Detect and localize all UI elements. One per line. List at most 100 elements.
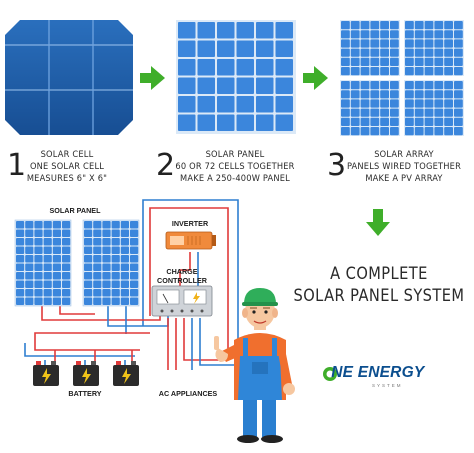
array-cell [444, 39, 453, 48]
array-cell [360, 57, 370, 66]
diagram-panel-cell [62, 263, 71, 271]
diagram-panel [14, 219, 72, 307]
diagram-panel-cell [25, 238, 34, 246]
panel-cell [275, 96, 293, 113]
step-2-line-3: MAKE A 250-400W PANEL [180, 173, 290, 184]
diagram-panel-cell [25, 229, 34, 237]
solar-panel-label: SOLAR PANEL [49, 206, 101, 215]
panel-cell [236, 40, 254, 57]
array-cell [350, 67, 360, 76]
array-cell [341, 57, 350, 66]
array-cell [341, 99, 350, 108]
diagram-panel-cell [34, 297, 43, 305]
step-2-line-2: 60 OR 72 CELLS TOGETHER [175, 161, 295, 172]
array-cell [341, 127, 350, 136]
array-cell [405, 67, 414, 76]
diagram-panel-cell [16, 289, 25, 297]
diagram-panel-cell [16, 272, 25, 280]
diagram-panel-cell [93, 280, 102, 288]
diagram-panel-cell [25, 221, 34, 229]
diagram-panel-cell [84, 289, 93, 297]
array-cell [454, 21, 463, 30]
diagram-panel-cell [102, 289, 111, 297]
diagram-panel-cell [102, 246, 111, 254]
array-cell [414, 48, 424, 57]
diagram-panel-cell [111, 289, 120, 297]
panel-cell [236, 114, 254, 131]
panel-cell [217, 77, 235, 94]
array-cell [405, 57, 414, 66]
arrow-right-icon [140, 66, 165, 90]
panel-cell [275, 77, 293, 94]
diagram-panel-cell [16, 297, 25, 305]
headline-line-2: SOLAR PANEL SYSTEM [293, 286, 465, 306]
array-cell [405, 90, 414, 99]
array-cell [370, 117, 380, 126]
array-cell [454, 30, 463, 39]
diagram-panel-cell [130, 255, 139, 263]
diagram-panel-cell [43, 221, 52, 229]
diagram-panel-cell [93, 297, 102, 305]
diagram-panel-cell [52, 280, 61, 288]
step-3-line-2: PANELS WIRED TOGETHER [346, 161, 462, 172]
panel-cell [256, 22, 274, 39]
array-cell [424, 48, 434, 57]
array-cell [390, 48, 399, 57]
array-cell [360, 67, 370, 76]
array-cell [370, 57, 380, 66]
array-cell [424, 57, 434, 66]
diagram-panel-cell [111, 246, 120, 254]
array-cell [370, 21, 380, 30]
array-cell [414, 39, 424, 48]
array-cell [454, 127, 463, 136]
diagram-panel-cell [43, 263, 52, 271]
array-cell [370, 30, 380, 39]
technician-illustration [214, 288, 295, 443]
panel-cell [178, 22, 196, 39]
diagram-panel-cell [52, 246, 61, 254]
diagram-panel-cell [102, 272, 111, 280]
diagram-panel-cell [84, 297, 93, 305]
panel-cell [217, 96, 235, 113]
diagram-panel-cell [111, 263, 120, 271]
solar-array-image [340, 20, 464, 136]
array-cell [370, 48, 380, 57]
gauge-icon [162, 293, 169, 304]
array-cell [414, 108, 424, 117]
sun-icon [323, 367, 337, 381]
step-1-line-2: ONE SOLAR CELL [29, 161, 105, 172]
diagram-panel-cell [52, 272, 61, 280]
array-cell [405, 21, 414, 30]
array-cell [434, 48, 444, 57]
array-cell [360, 90, 370, 99]
diagram-panel-cell [25, 246, 34, 254]
diagram-panel-cell [25, 289, 34, 297]
array-cell [370, 90, 380, 99]
battery-icon [113, 361, 139, 386]
diagram-panel-cell [43, 272, 52, 280]
diagram-panel-cell [43, 229, 52, 237]
diagram-panel-cell [52, 238, 61, 246]
arrow-right-icon [303, 66, 328, 90]
diagram-panel-cell [93, 246, 102, 254]
panel-cell [217, 22, 235, 39]
diagram-panel-cell [34, 255, 43, 263]
array-cell [454, 108, 463, 117]
diagram-panel-cell [62, 280, 71, 288]
battery-icon [73, 361, 99, 386]
panel-cell [256, 77, 274, 94]
diagram-panel-cell [16, 221, 25, 229]
array-cell [341, 21, 350, 30]
array-cell [434, 90, 444, 99]
array-cell [434, 21, 444, 30]
diagram-panel-cell [111, 297, 120, 305]
array-cell [434, 117, 444, 126]
array-panel [404, 80, 464, 136]
diagram-panel-cell [25, 255, 34, 263]
array-cell [424, 90, 434, 99]
array-panel [340, 80, 400, 136]
diagram-panel-cell [16, 229, 25, 237]
array-cell [424, 117, 434, 126]
array-cell [341, 39, 350, 48]
array-cell [444, 67, 453, 76]
